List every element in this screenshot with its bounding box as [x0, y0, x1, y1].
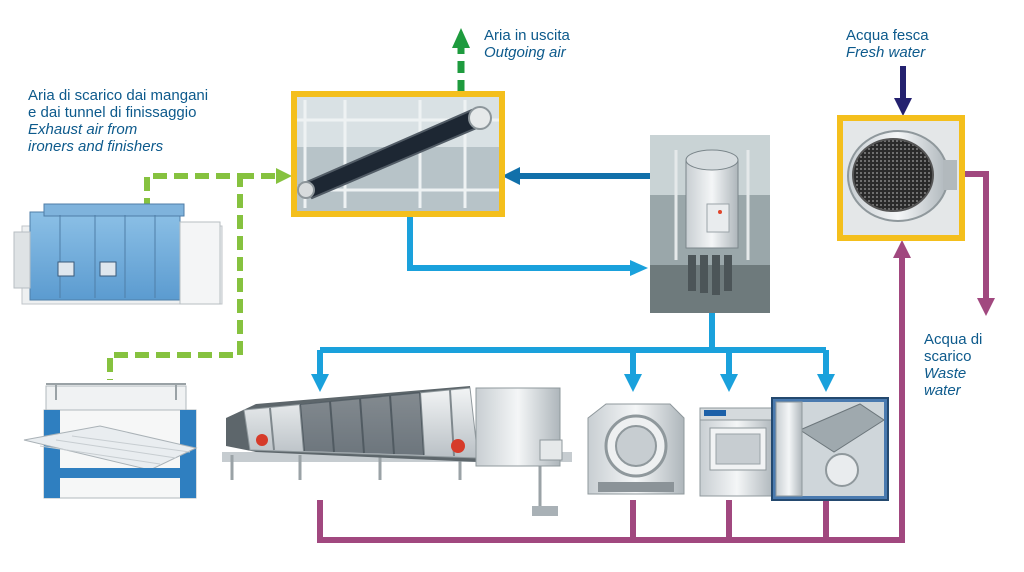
air-heat-exchanger-photo-icon	[291, 91, 505, 217]
fresh-water-label-en: Fresh water	[846, 44, 926, 61]
outgoing-air-label-en: Outgoing air	[484, 44, 566, 61]
flatwork-ironer-machine-icon	[23, 383, 198, 499]
exhaust-air-label-en-2: ironers and finishers	[28, 138, 164, 155]
waste-water-label-en-2: water	[924, 382, 961, 399]
exhaust-air-arrowhead	[276, 168, 292, 184]
process-water-arrowheads	[311, 260, 835, 392]
waste-water-flow	[317, 171, 989, 543]
waste-water-label-it-1: Acqua di	[924, 331, 983, 348]
waste-water-label-it-2: scarico	[924, 348, 972, 365]
tunnel-finisher-machine-icon	[13, 203, 223, 305]
outgoing-air-label: Aria in uscita Outgoing air	[484, 27, 570, 61]
barrier-washer-open-door-icon	[771, 397, 889, 501]
water-heat-recovery-tank-icon	[650, 135, 770, 313]
exhaust-air-flow	[107, 173, 276, 380]
fresh-water-arrowhead	[894, 98, 912, 116]
waste-water-label: Acqua di scarico Waste water	[924, 331, 982, 399]
process-water-flow	[317, 214, 829, 376]
return-water-arrowhead	[502, 167, 520, 185]
exhaust-air-label-en-1: Exhaust air from	[28, 121, 138, 138]
tunnel-washer-machine-icon	[222, 386, 572, 516]
barrier-washer-machine-icon	[699, 407, 775, 497]
washer-extractor-machine-icon	[587, 403, 685, 495]
waste-water-label-en-1: Waste	[924, 365, 967, 382]
exhaust-air-label-it-1: Aria di scarico dai mangani	[28, 87, 209, 104]
fresh-water-label: Acqua fesca Fresh water	[846, 27, 929, 61]
fresh-water-label-it: Acqua fesca	[846, 27, 929, 44]
outgoing-air-arrowhead	[452, 28, 470, 48]
exhaust-air-label-it-2: e dai tunnel di finissaggio	[28, 104, 197, 121]
exhaust-air-label: Aria di scarico dai mangani e dai tunnel…	[28, 87, 208, 155]
water-filter-cartridge-icon	[837, 115, 965, 241]
outgoing-air-label-it: Aria in uscita	[484, 27, 570, 44]
waste-water-arrowheads	[893, 240, 995, 316]
